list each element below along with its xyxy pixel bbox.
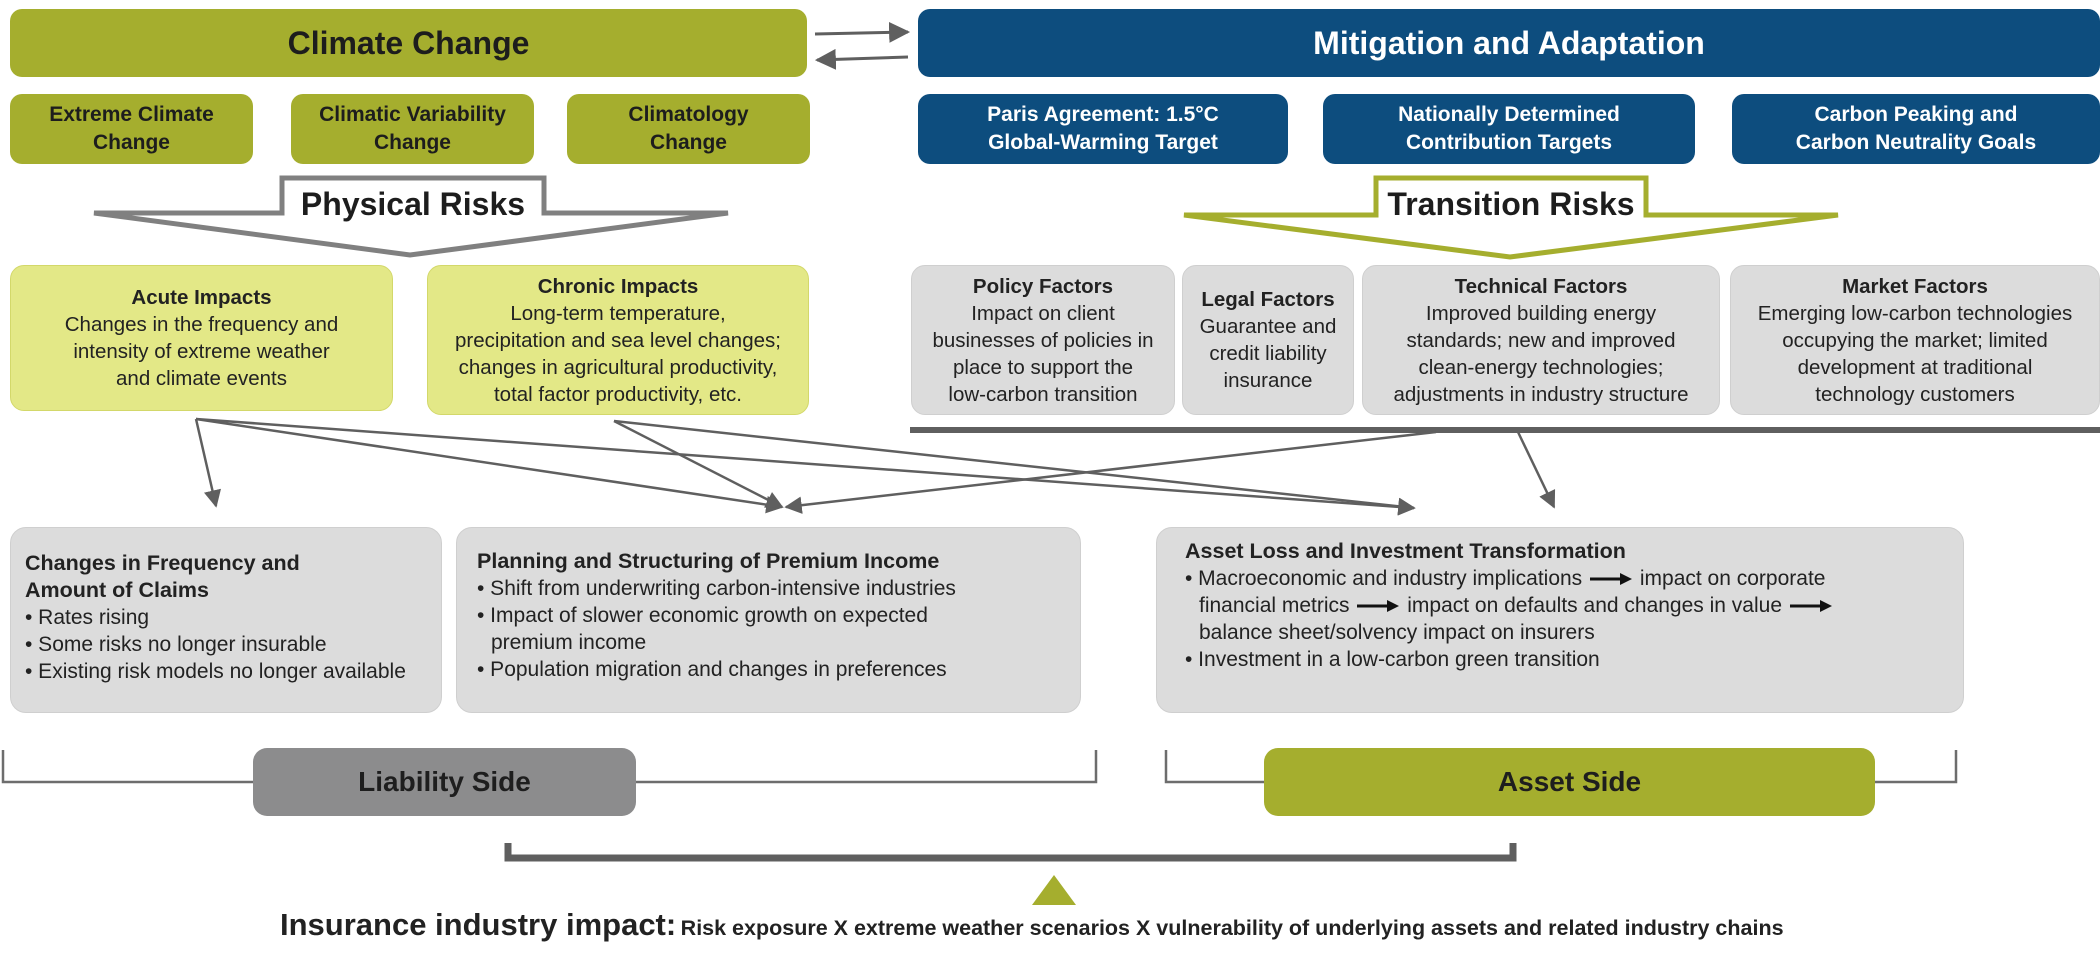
asset-bracket xyxy=(1164,750,1264,784)
market-factors-box: Market Factors Emerging low-carbon techn… xyxy=(1730,265,2100,415)
liability-side-label: Liability Side xyxy=(253,748,636,816)
claims-box: Changes in Frequency and Amount of Claim… xyxy=(10,527,442,713)
legal-factors-box: Legal Factors Guarantee and credit liabi… xyxy=(1182,265,1354,415)
insurance-impact-text: Risk exposure X extreme weather scenario… xyxy=(680,916,1784,940)
mitigation-adaptation-header: Mitigation and Adaptation xyxy=(918,9,2100,77)
asset-loss-box: Asset Loss and Investment Transformation… xyxy=(1156,527,1964,713)
fulcrum-triangle xyxy=(1032,875,1076,905)
right-arrow-icon xyxy=(1357,600,1400,613)
transition-risks-arrow xyxy=(1183,175,1839,260)
acute-impacts-box: Acute Impacts Changes in the frequency a… xyxy=(10,265,393,411)
asset-side-label: Asset Side xyxy=(1264,748,1875,816)
insurance-impact-lead: Insurance industry impact: xyxy=(280,907,677,942)
physical-risks-arrow xyxy=(93,175,729,258)
right-arrow-icon xyxy=(1789,600,1832,613)
insurance-impact-statement: Insurance industry impact: Risk exposure… xyxy=(280,907,1840,943)
right-arrow-icon xyxy=(1590,573,1633,586)
physical-risks-label: Physical Risks xyxy=(300,186,526,222)
arrow-to-mitigation xyxy=(814,21,911,43)
arrow-to-climate xyxy=(814,48,909,70)
liability-bracket xyxy=(1,750,253,784)
scale-bracket xyxy=(504,843,1517,862)
technical-factors-box: Technical Factors Improved building ener… xyxy=(1362,265,1720,415)
transition-risks-label: Transition Risks xyxy=(1387,186,1635,222)
chronic-impacts-box: Chronic Impacts Long-term temperature, p… xyxy=(427,265,809,415)
climate-change-header: Climate Change xyxy=(10,9,807,77)
policy-factors-box: Policy Factors Impact on client business… xyxy=(911,265,1175,415)
premium-income-box: Planning and Structuring of Premium Inco… xyxy=(456,527,1081,713)
